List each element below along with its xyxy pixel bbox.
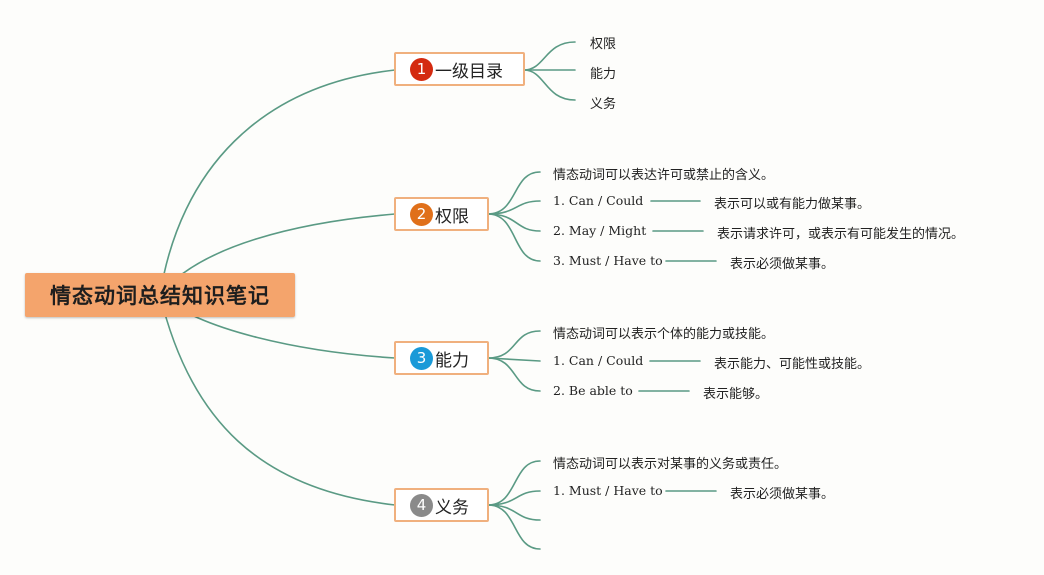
topic-label: 权限	[435, 206, 469, 227]
subtopic-item[interactable]: 情态动词可以表示对某事的义务或责任。	[553, 457, 788, 472]
subtopic-item[interactable]: 2. May / Might	[553, 223, 647, 238]
note-item[interactable]: 表示必须做某事。	[730, 487, 835, 502]
root-topic[interactable]: 情态动词总结知识笔记	[25, 273, 295, 317]
subtopic-item[interactable]: 义务	[590, 97, 617, 112]
topic-2[interactable]: 2 权限	[394, 197, 489, 231]
connector-root-topic4	[159, 294, 396, 506]
number-badge-icon: 2	[410, 202, 433, 226]
note-item[interactable]: 表示请求许可，或表示有可能发生的情况。	[717, 227, 965, 242]
number-badge-icon: 4	[410, 493, 433, 517]
subtopic-item[interactable]: 1. Can / Could	[553, 193, 644, 208]
topic-3[interactable]: 3 能力	[394, 341, 489, 375]
note-item[interactable]: 表示必须做某事。	[730, 257, 835, 272]
connector-root-topic1	[159, 69, 396, 296]
note-item[interactable]: 表示能够。	[703, 387, 769, 402]
topic-label: 义务	[435, 497, 469, 518]
subtopic-item[interactable]: 1. Must / Have to	[553, 483, 663, 498]
number-badge-icon: 3	[410, 346, 433, 370]
subtopic-item[interactable]: 1. Can / Could	[553, 353, 644, 368]
subtopic-item[interactable]: 情态动词可以表达许可或禁止的含义。	[553, 168, 775, 183]
topic-1[interactable]: 1 一级目录	[394, 52, 525, 86]
subtopic-item[interactable]: 3. Must / Have to	[553, 253, 663, 268]
topic-label: 能力	[435, 350, 469, 371]
topic-label: 一级目录	[435, 61, 503, 82]
subtopic-item[interactable]: 情态动词可以表示个体的能力或技能。	[553, 327, 775, 342]
note-item[interactable]: 表示可以或有能力做某事。	[714, 197, 871, 212]
subtopic-item[interactable]: 2. Be able to	[553, 383, 633, 398]
number-badge-icon: 1	[410, 57, 433, 81]
topic-4[interactable]: 4 义务	[394, 488, 489, 522]
subtopic-item[interactable]: 能力	[590, 67, 617, 82]
note-item[interactable]: 表示能力、可能性或技能。	[714, 357, 871, 372]
root-title: 情态动词总结知识笔记	[50, 284, 270, 308]
subtopic-item[interactable]: 权限	[590, 37, 617, 52]
